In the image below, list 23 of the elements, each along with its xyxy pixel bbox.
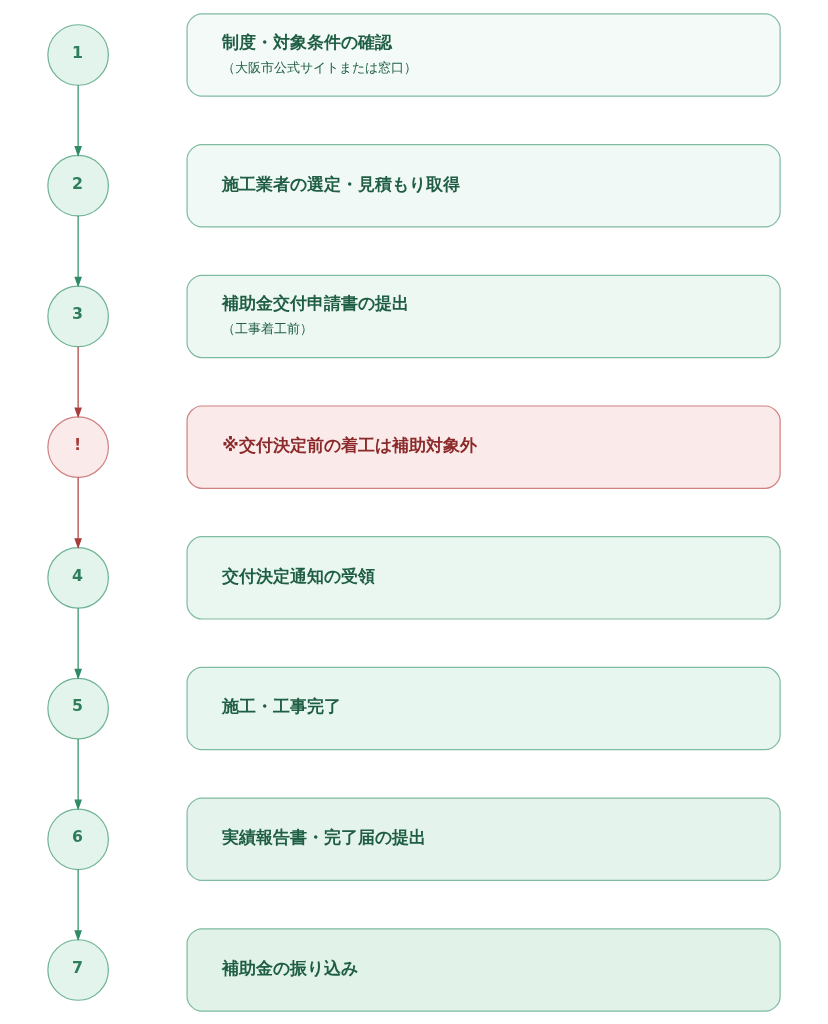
node-circle: 4 (47, 546, 109, 609)
node-box: 交付決定通知の受領 (186, 535, 781, 620)
arrow (74, 868, 82, 941)
node-box: 補助金交付申請書の提出 （工事着工前） (186, 274, 781, 358)
node-box: ※交付決定前の着工は補助対象外 (186, 404, 781, 489)
node-box: 施工・工事完了 (186, 666, 781, 750)
arrow (74, 737, 82, 810)
node-circle: 2 (47, 154, 109, 217)
node-box: 制度・対象条件の確認 （大阪市公式サイトまたは窓口） (186, 12, 781, 97)
arrow (74, 214, 82, 288)
node-circle: 7 (47, 938, 109, 1001)
node-box: 補助金の振り込み (186, 927, 781, 1012)
node-circle: 3 (47, 285, 109, 347)
arrow (74, 345, 82, 418)
node-box: 実績報告書・完了届の提出 (186, 797, 781, 881)
arrow (74, 84, 82, 157)
node-circle: 1 (47, 23, 109, 86)
arrow (74, 607, 82, 680)
node-box: 施工業者の選定・見積もり取得 (186, 143, 781, 227)
node-circle: 5 (47, 677, 109, 739)
node-circle: 6 (47, 807, 109, 870)
node-circle: ! (47, 415, 109, 478)
arrow (74, 476, 82, 549)
